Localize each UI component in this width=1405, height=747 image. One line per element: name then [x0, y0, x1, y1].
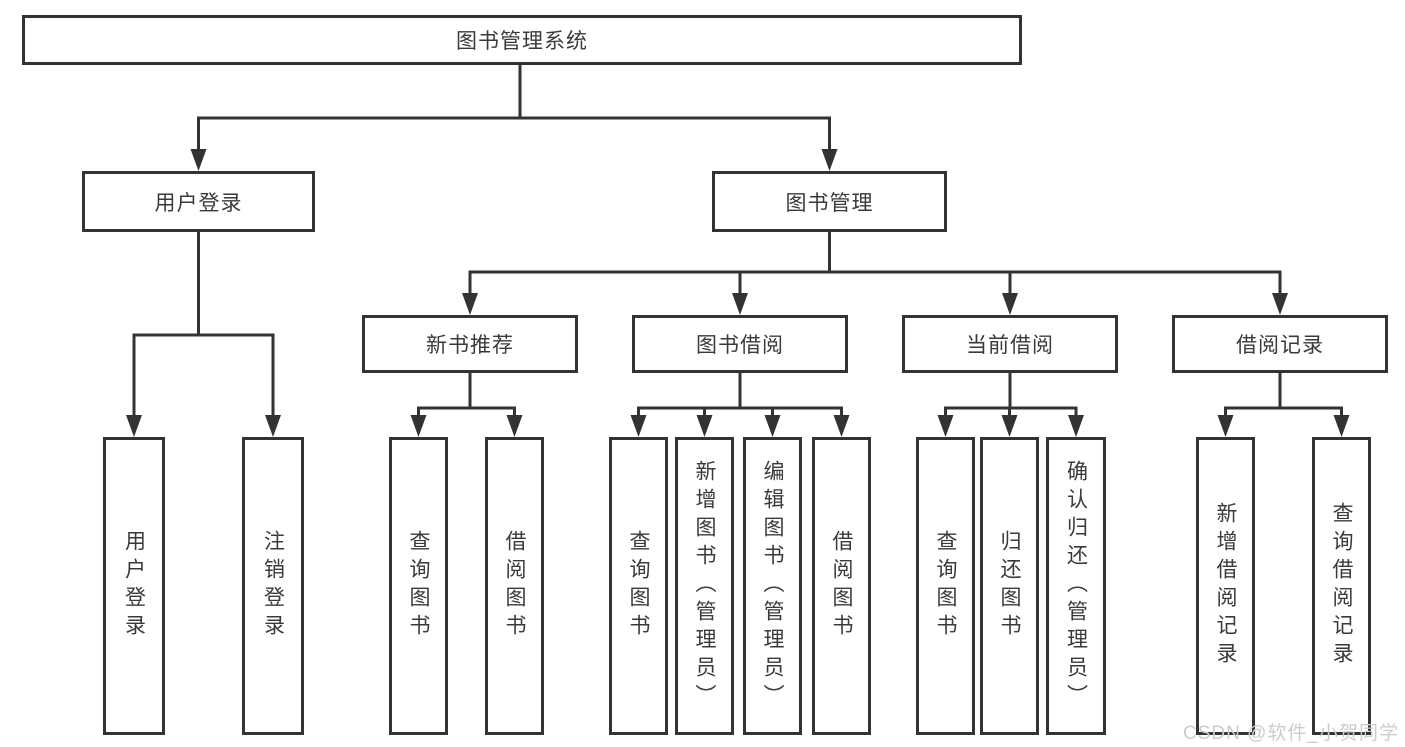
leaf-recd-query-record: 查询借阅记录: [1312, 437, 1371, 735]
leaf-cur-return-books-label: 归还图书: [998, 530, 1021, 642]
node-new-book-recommendation: 新书推荐: [362, 315, 578, 373]
leaf-rec-borrow-books: 借阅图书: [485, 437, 544, 735]
leaf-bor-edit-books: 编辑图书（管理员）: [743, 437, 802, 735]
leaf-bor-edit-books-label: 编辑图书（管理员）: [761, 460, 784, 712]
node-root-label: 图书管理系统: [456, 30, 588, 53]
connector-user-login-to-leaves: [126, 230, 281, 437]
node-book-management-label: 图书管理: [785, 191, 874, 215]
leaf-logout-label: 注销登录: [261, 530, 285, 642]
node-root: 图书管理系统: [22, 15, 1022, 65]
leaf-bor-borrow-books: 借阅图书: [812, 437, 871, 735]
leaf-bor-query-books-label: 查询图书: [627, 530, 650, 642]
node-book-borrowing: 图书借阅: [632, 315, 848, 373]
leaf-bor-query-books: 查询图书: [609, 437, 668, 735]
leaf-cur-query-books-label: 查询图书: [934, 530, 957, 642]
leaf-cur-confirm-return-label: 确认归还（管理员）: [1064, 460, 1088, 712]
csdn-watermark: CSDN @软件_小贺同学: [1183, 723, 1399, 744]
leaf-user-login-label: 用户登录: [122, 530, 146, 642]
node-current-borrowing-label: 当前借阅: [966, 334, 1054, 357]
node-book-management: 图书管理: [712, 171, 947, 232]
leaf-rec-borrow-books-label: 借阅图书: [503, 530, 526, 642]
node-new-book-recommendation-label: 新书推荐: [426, 334, 514, 357]
leaf-user-login: 用户登录: [103, 437, 165, 735]
connector-borrowing-records-to-leaves: [1217, 371, 1350, 437]
connector-root-to-level2: [190, 63, 838, 171]
node-borrowing-records: 借阅记录: [1172, 315, 1388, 373]
leaf-cur-confirm-return: 确认归还（管理员）: [1046, 437, 1106, 735]
leaf-recd-query-record-label: 查询借阅记录: [1330, 502, 1353, 670]
connector-book-mgmt-to-level3: [462, 230, 1288, 315]
node-user-login: 用户登录: [82, 171, 315, 232]
node-book-borrowing-label: 图书借阅: [696, 334, 784, 357]
node-current-borrowing: 当前借阅: [902, 315, 1118, 373]
connector-book-borrowing-to-leaves: [630, 371, 850, 437]
leaf-cur-query-books: 查询图书: [916, 437, 975, 735]
leaf-bor-borrow-books-label: 借阅图书: [830, 530, 853, 642]
node-user-login-label: 用户登录: [154, 191, 243, 215]
leaf-cur-return-books: 归还图书: [980, 437, 1039, 735]
leaf-recd-add-record: 新增借阅记录: [1196, 437, 1255, 735]
leaf-rec-query-books: 查询图书: [389, 437, 448, 735]
connector-current-borrowing-to-leaves: [937, 371, 1084, 437]
node-borrowing-records-label: 借阅记录: [1236, 334, 1324, 357]
leaf-recd-add-record-label: 新增借阅记录: [1214, 502, 1237, 670]
connector-new-book-rec-to-leaves: [410, 371, 523, 437]
leaf-bor-add-books-label: 新增图书（管理员）: [693, 460, 716, 712]
leaf-bor-add-books: 新增图书（管理员）: [675, 437, 734, 735]
leaf-logout: 注销登录: [242, 437, 304, 735]
leaf-rec-query-books-label: 查询图书: [407, 530, 430, 642]
